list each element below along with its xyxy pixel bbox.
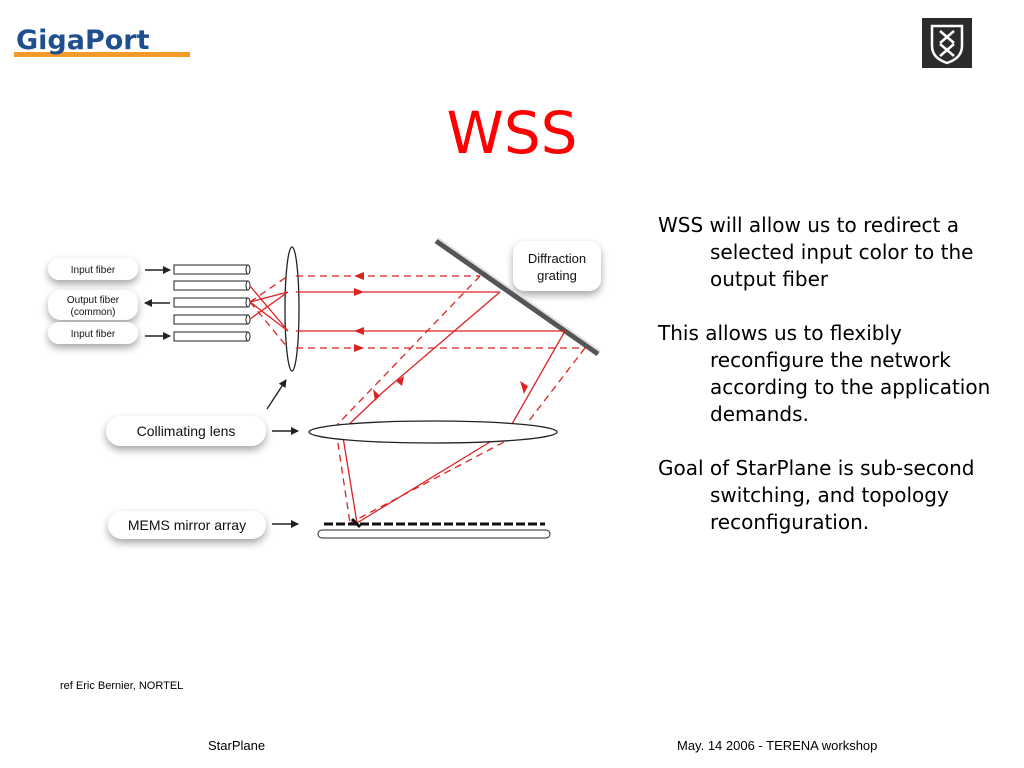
svg-text:(common): (common)	[70, 307, 115, 318]
bullet-item-1: WSS will allow us to redirect a selected…	[658, 213, 974, 291]
collimating-lens-label: Collimating lens	[106, 416, 266, 446]
input-fiber-label-1: Input fiber	[48, 258, 138, 280]
university-emblem	[922, 18, 972, 68]
wss-diagram: Input fiber Output fiber (common) Input …	[48, 237, 601, 539]
gigaport-logo: GigaPort	[14, 25, 190, 57]
beam-arrowheads	[354, 272, 528, 401]
diffraction-grating-label: Diffraction grating	[513, 241, 601, 291]
svg-text:Input fiber: Input fiber	[71, 329, 116, 340]
svg-text:MEMS mirror array: MEMS mirror array	[128, 517, 246, 533]
fiber-array	[173, 264, 251, 342]
logo-text: GigaPort	[16, 25, 150, 56]
pointer-arrows	[144, 266, 299, 528]
footer-left: StarPlane	[208, 738, 266, 753]
reference-note: ref Eric Bernier, NORTEL	[60, 680, 184, 692]
output-fiber-label: Output fiber (common)	[48, 290, 138, 320]
bullet-item-3: Goal of StarPlane is sub-second switchin…	[658, 456, 975, 534]
logo-underline	[14, 52, 190, 57]
mems-mirror-array	[317, 517, 551, 539]
svg-text:Collimating lens: Collimating lens	[137, 423, 236, 439]
input-fiber-label-2: Input fiber	[48, 322, 138, 344]
emblem-icon	[930, 24, 964, 65]
mems-mirror-array-label: MEMS mirror array	[108, 511, 266, 539]
collimating-lens	[308, 420, 558, 444]
bullet-list: WSS will allow us to redirect a selected…	[658, 212, 1008, 563]
svg-text:grating: grating	[537, 268, 577, 283]
svg-text:Input fiber: Input fiber	[71, 265, 116, 276]
footer-right: May. 14 2006 - TERENA workshop	[677, 738, 878, 753]
small-lens	[284, 246, 300, 372]
diffraction-grating	[434, 237, 601, 357]
dashed-beams	[249, 275, 586, 524]
svg-text:Output fiber: Output fiber	[67, 295, 120, 306]
svg-text:Diffraction: Diffraction	[528, 251, 586, 266]
bullet-item-2: This allows us to flexibly reconfigure t…	[658, 321, 991, 426]
page-title: WSS	[446, 99, 578, 167]
